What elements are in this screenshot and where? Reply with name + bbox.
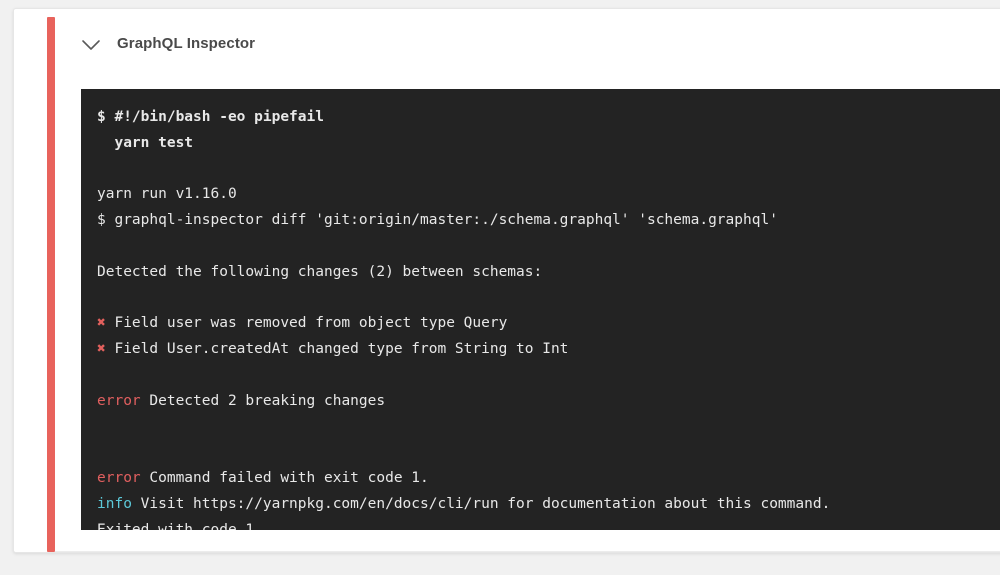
log-token-error: error — [97, 392, 141, 409]
build-step-card: GraphQL Inspector $ #!/bin/bash -eo pipe… — [13, 8, 1000, 553]
log-token-plain: $ graphql-inspector diff 'git:origin/mas… — [97, 212, 778, 229]
log-line: yarn test — [97, 131, 1000, 157]
log-token-plain: Detected the following changes (2) betwe… — [97, 263, 543, 280]
step-header-toggle[interactable]: GraphQL Inspector — [55, 18, 1000, 69]
log-token-plain: Command failed with exit code 1. — [140, 470, 429, 487]
log-line: yarn run v1.16.0 — [97, 182, 1000, 208]
log-line: $ #!/bin/bash -eo pipefail — [97, 105, 1000, 131]
log-line — [97, 363, 1000, 389]
log-token-mark: ✖ — [97, 341, 106, 358]
log-line: error Detected 2 breaking changes — [97, 389, 1000, 415]
step-status-stripe — [47, 17, 55, 552]
log-line: ✖ Field User.createdAt changed type from… — [97, 337, 1000, 363]
log-line — [97, 415, 1000, 441]
log-line: Detected the following changes (2) betwe… — [97, 260, 1000, 286]
page-title: GraphQL Inspector — [117, 35, 256, 52]
log-token-plain: $ #!/bin/bash -eo pipefail — [97, 109, 324, 125]
log-output: $ #!/bin/bash -eo pipefail yarn test yar… — [97, 105, 1000, 530]
log-terminal[interactable]: $ #!/bin/bash -eo pipefail yarn test yar… — [81, 89, 1000, 530]
log-token-plain: Exited with code 1 — [97, 521, 255, 530]
log-token-plain: yarn test — [97, 134, 194, 151]
log-line: $ graphql-inspector diff 'git:origin/mas… — [97, 208, 1000, 234]
log-token-plain: Detected 2 breaking changes — [140, 392, 386, 409]
chevron-down-icon[interactable] — [78, 31, 104, 57]
log-token-info: info — [97, 495, 132, 512]
log-token-plain: yarn run v1.16.0 — [97, 186, 237, 203]
log-token-plain: Field User.createdAt changed type from S… — [105, 341, 569, 358]
log-line: Exited with code 1 — [97, 518, 1000, 530]
log-line — [97, 157, 1000, 183]
log-line — [97, 440, 1000, 466]
log-line — [97, 286, 1000, 312]
log-line: ✖ Field user was removed from object typ… — [97, 311, 1000, 337]
log-line — [97, 234, 1000, 260]
log-token-error: error — [97, 470, 141, 487]
log-token-mark: ✖ — [97, 315, 106, 332]
log-line: info Visit https://yarnpkg.com/en/docs/c… — [97, 492, 1000, 518]
log-token-plain: Field user was removed from object type … — [105, 315, 508, 332]
log-token-plain: Visit https://yarnpkg.com/en/docs/cli/ru… — [131, 495, 831, 512]
step-divider — [55, 551, 1000, 552]
log-line: error Command failed with exit code 1. — [97, 466, 1000, 492]
